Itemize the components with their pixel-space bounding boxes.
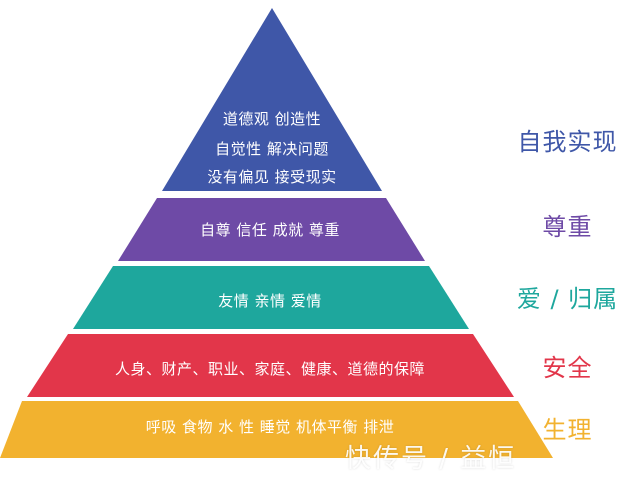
watermark-text: 快传号 / 益恒 — [345, 444, 517, 474]
tier-safety-text: 人身、财产、职业、家庭、健康、道德的保障 — [114, 360, 425, 378]
tier-safety-label: 安全 — [542, 354, 593, 382]
tier-love-belonging-text: 友情 亲情 爱情 — [218, 292, 322, 310]
tier-safety-shape — [27, 334, 514, 397]
tier-esteem-text: 自尊 信任 成就 尊重 — [200, 221, 340, 239]
tier-esteem-label: 尊重 — [542, 213, 593, 241]
tier-love-belonging-label: 爱 / 归属 — [516, 285, 619, 313]
tier-self-actualization-shape — [162, 8, 382, 191]
tier-physiological-label: 生理 — [542, 416, 593, 444]
tier-self-actualization-line-2: 自觉性 解决问题 — [215, 140, 329, 158]
tier-self-actualization-line-3: 没有偏见 接受现实 — [207, 168, 337, 186]
tier-self-actualization-label: 自我实现 — [517, 128, 618, 156]
tier-love-belonging-shape — [73, 266, 469, 329]
tier-self-actualization-line-1: 道德观 创造性 — [222, 110, 322, 128]
tier-physiological-shape — [0, 401, 553, 458]
tier-physiological-text: 呼吸 食物 水 性 睡觉 机体平衡 排泄 — [145, 418, 395, 436]
tier-esteem-shape — [118, 198, 425, 261]
